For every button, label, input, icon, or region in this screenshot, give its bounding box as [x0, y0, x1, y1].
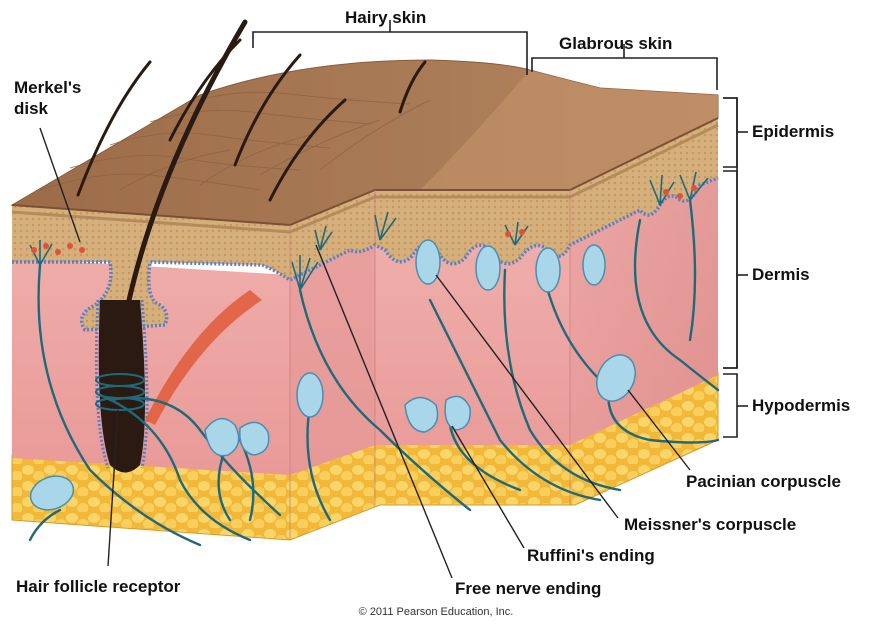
free-nerve-ending-label: Free nerve ending	[455, 579, 601, 599]
hair-follicle-receptor-label: Hair follicle receptor	[16, 577, 180, 597]
ruffinis-ending-label: Ruffini's ending	[527, 546, 655, 566]
hypodermis-bracket	[723, 374, 737, 437]
dermis-label: Dermis	[752, 265, 810, 285]
copyright-notice: © 2011 Pearson Education, Inc.	[0, 606, 872, 618]
meissners-corpuscle-label: Meissner's corpuscle	[624, 515, 796, 535]
hairy-skin-label: Hairy skin	[345, 8, 426, 28]
merkels-disk-label-line2: disk	[14, 99, 48, 119]
dermis-bracket	[723, 171, 737, 368]
hypodermis-label: Hypodermis	[752, 396, 850, 416]
dermis-bracket-line	[723, 98, 737, 368]
glabrous-skin-label: Glabrous skin	[559, 34, 672, 54]
epidermis-label: Epidermis	[752, 122, 834, 142]
epidermis-bracket	[723, 98, 737, 167]
pacinian-corpuscle-label: Pacinian corpuscle	[686, 472, 841, 492]
merkels-disk-label-line1: Merkel's	[14, 78, 81, 98]
